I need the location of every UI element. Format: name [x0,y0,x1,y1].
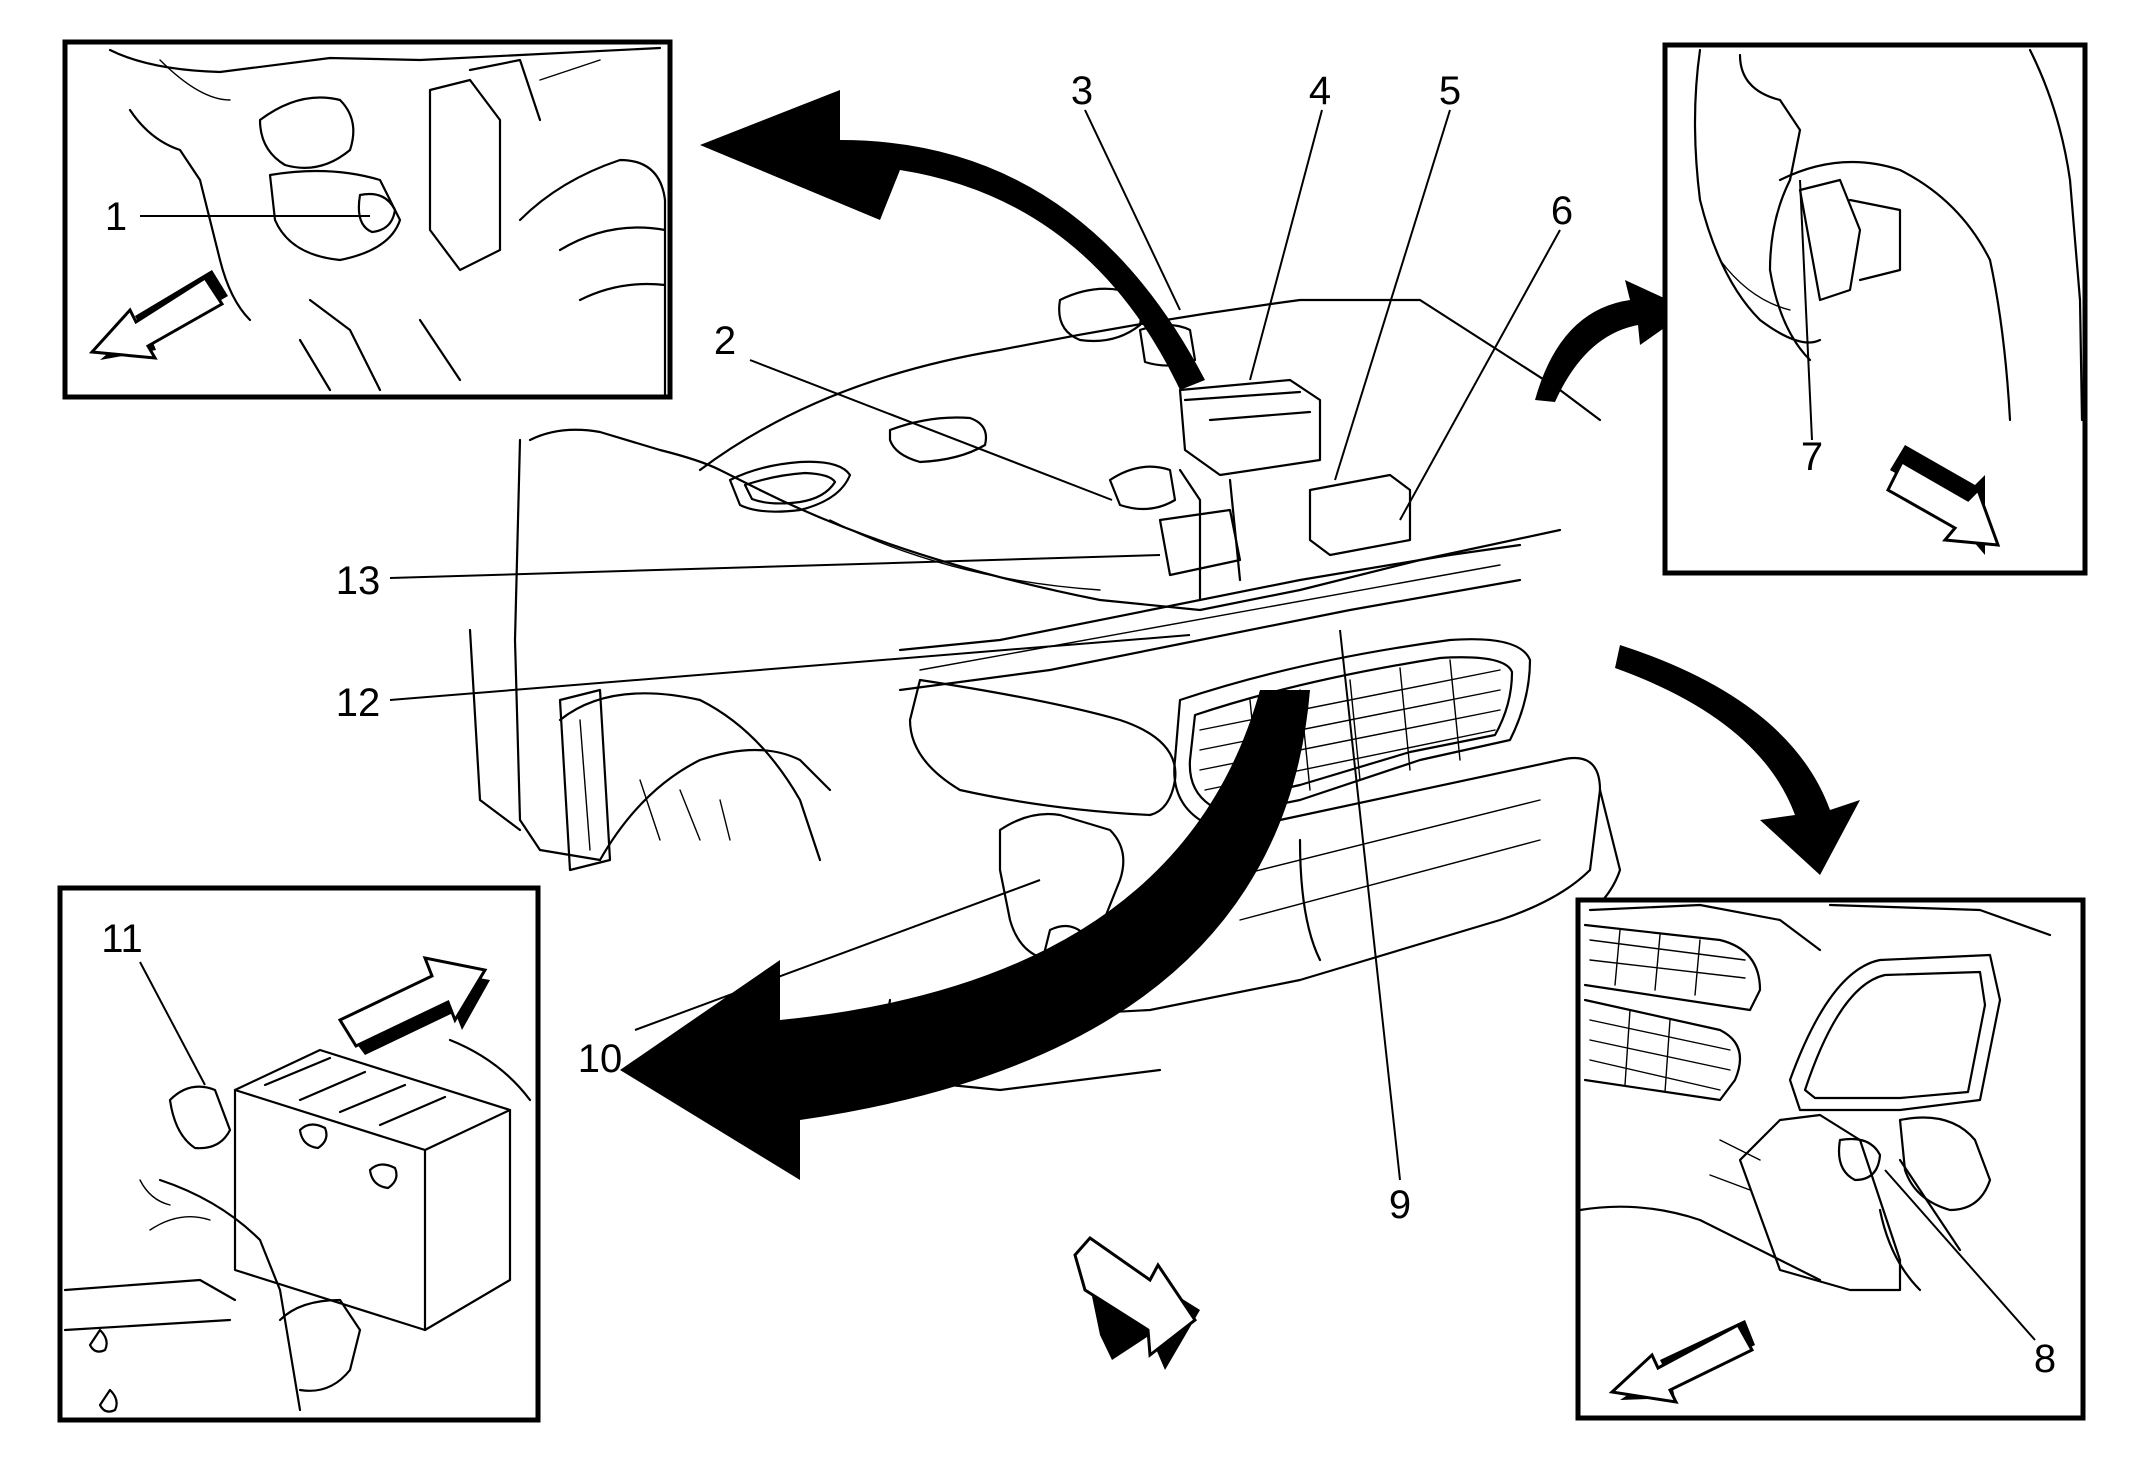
inset-top-right: 7 [1662,42,2088,576]
callout-7: 7 [1801,435,1823,479]
callout-13: 13 [336,559,381,603]
callout-leaders [389,109,1561,1181]
callout-4: 4 [1309,69,1331,113]
callout-3: 3 [1071,69,1093,113]
callout-6: 6 [1551,189,1573,233]
view-transfer-arrow-icon [620,90,1860,1180]
inset-bottom-right: 8 [1575,897,2086,1421]
main-callout-numbers: 2 3 4 5 6 9 10 12 13 [336,69,1573,1227]
callout-2: 2 [714,319,736,363]
inset-bottom-left: 11 [57,885,541,1423]
callout-12: 12 [336,681,381,725]
callout-10: 10 [578,1037,623,1081]
callout-9: 9 [1389,1183,1411,1227]
callout-1: 1 [105,195,127,239]
callout-8: 8 [2034,1337,2056,1381]
inset-top-left: 1 [62,39,673,400]
direction-arrow-icon [1073,1236,1200,1370]
callout-5: 5 [1439,69,1461,113]
callout-11: 11 [101,917,143,961]
